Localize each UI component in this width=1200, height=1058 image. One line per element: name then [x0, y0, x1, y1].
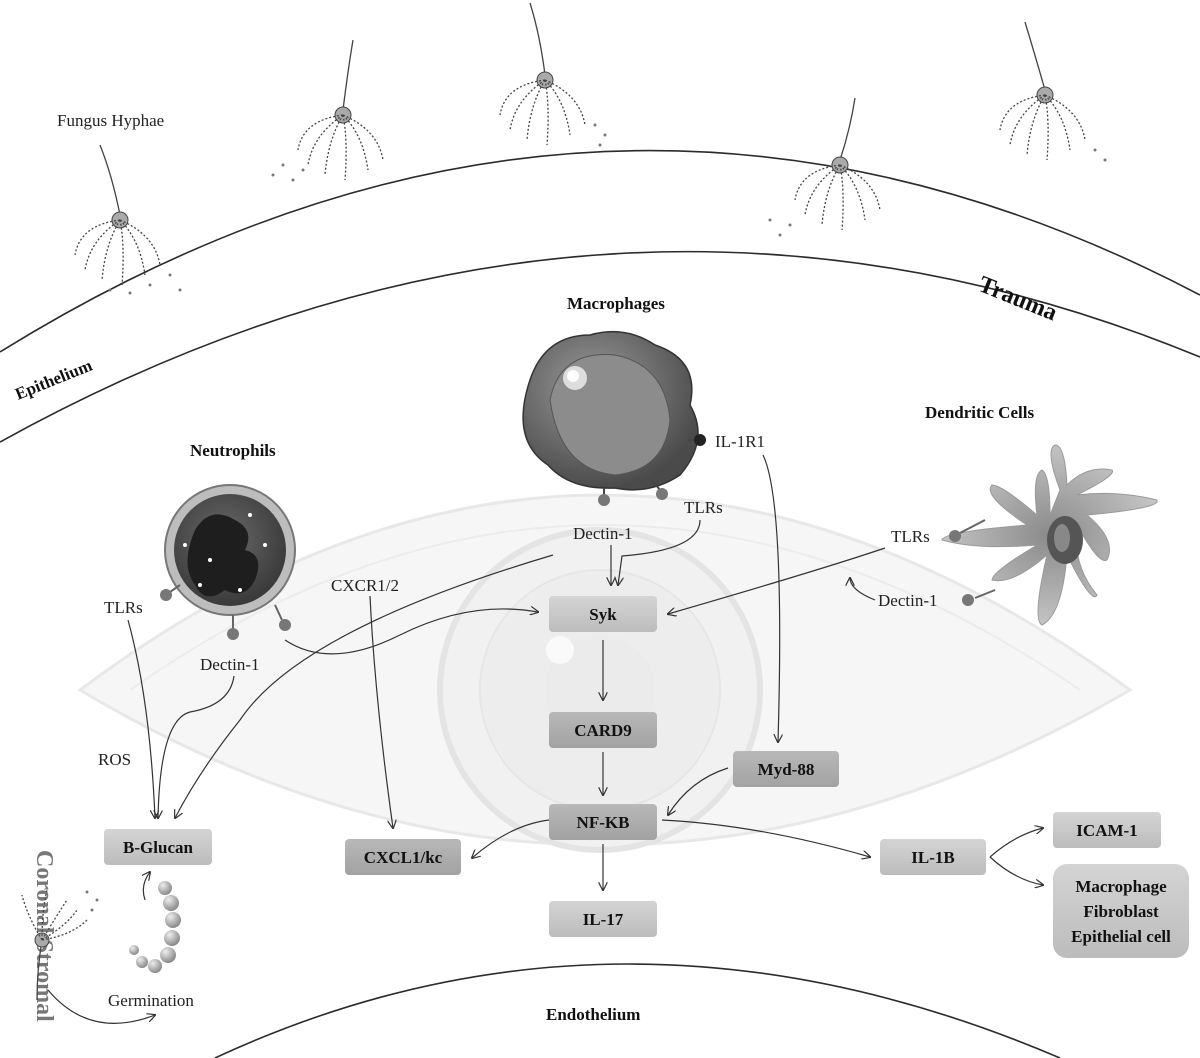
endothelium-boundary	[214, 963, 1061, 1058]
card9-box: CARD9	[549, 712, 657, 748]
fungus-hypha	[499, 2, 607, 147]
endothelium-label: Endothelium	[546, 1005, 640, 1024]
svg-text:Macrophage: Macrophage	[1075, 877, 1167, 896]
svg-text:Fibroblast: Fibroblast	[1083, 902, 1159, 921]
svg-text:NF-KB: NF-KB	[577, 813, 630, 832]
svg-text:Syk: Syk	[589, 605, 617, 624]
fungus-hypha	[999, 21, 1107, 162]
dectin1-dendritic-label: Dectin-1	[878, 591, 937, 610]
syk-box: Syk	[549, 596, 657, 632]
fungus-hyphae-label: Fungus Hyphae	[57, 111, 164, 130]
svg-text:Epithelial cell: Epithelial cell	[1071, 927, 1171, 946]
svg-text:CXCL1/kc: CXCL1/kc	[364, 848, 443, 867]
macrophages-label: Macrophages	[567, 294, 665, 313]
germination-label: Germination	[108, 991, 194, 1010]
ros-label: ROS	[98, 750, 131, 769]
dectin1-macrophage-label: Dectin-1	[573, 524, 632, 543]
svg-text:ICAM-1: ICAM-1	[1076, 821, 1137, 840]
bglucan-box: B-Glucan	[104, 829, 212, 865]
svg-text:IL-1B: IL-1B	[911, 848, 954, 867]
tlrs-macrophage-label: TLRs	[684, 498, 723, 517]
epithelium-label: Epithelium	[12, 356, 94, 404]
icam1-box: ICAM-1	[1053, 812, 1161, 848]
fungus-hyphae-group	[74, 2, 1107, 295]
il17-box: IL-17	[549, 901, 657, 937]
svg-text:Myd-88: Myd-88	[758, 760, 815, 779]
neutrophils-label: Neutrophils	[190, 441, 276, 460]
germinating-fungus	[21, 889, 99, 1001]
cxcr12-label: CXCR1/2	[331, 576, 399, 595]
il1r1-label: IL-1R1	[715, 432, 765, 451]
svg-text:IL-17: IL-17	[583, 910, 624, 929]
myd88-box: Myd-88	[733, 751, 839, 787]
target-cells-box: Macrophage Fibroblast Epithelial cell	[1053, 864, 1189, 958]
spore-chain	[129, 881, 181, 973]
fungus-hypha	[271, 39, 384, 182]
fungus-hypha	[768, 97, 881, 237]
pathway-arrows	[47, 454, 1043, 1024]
cxcl1-box: CXCL1/kc	[345, 839, 461, 875]
tlrs-neutrophil-label: TLRs	[104, 598, 143, 617]
svg-text:CARD9: CARD9	[574, 721, 632, 740]
dendritic-cell	[941, 444, 1158, 626]
dectin1-neutrophil-label: Dectin-1	[200, 655, 259, 674]
il1b-box: IL-1B	[880, 839, 986, 875]
trauma-label: Trauma	[975, 271, 1061, 326]
neutrophil-cell	[160, 484, 296, 640]
epithelium-inner-boundary	[0, 250, 1200, 443]
epithelium-outer-boundary	[0, 149, 1200, 353]
nfkb-box: NF-KB	[549, 804, 657, 840]
dendritic-cells-label: Dendritic Cells	[925, 403, 1034, 422]
fungus-hypha	[74, 144, 182, 295]
tlrs-dendritic-label: TLRs	[891, 527, 930, 546]
svg-text:B-Glucan: B-Glucan	[123, 838, 193, 857]
macrophage-cell	[522, 330, 706, 506]
